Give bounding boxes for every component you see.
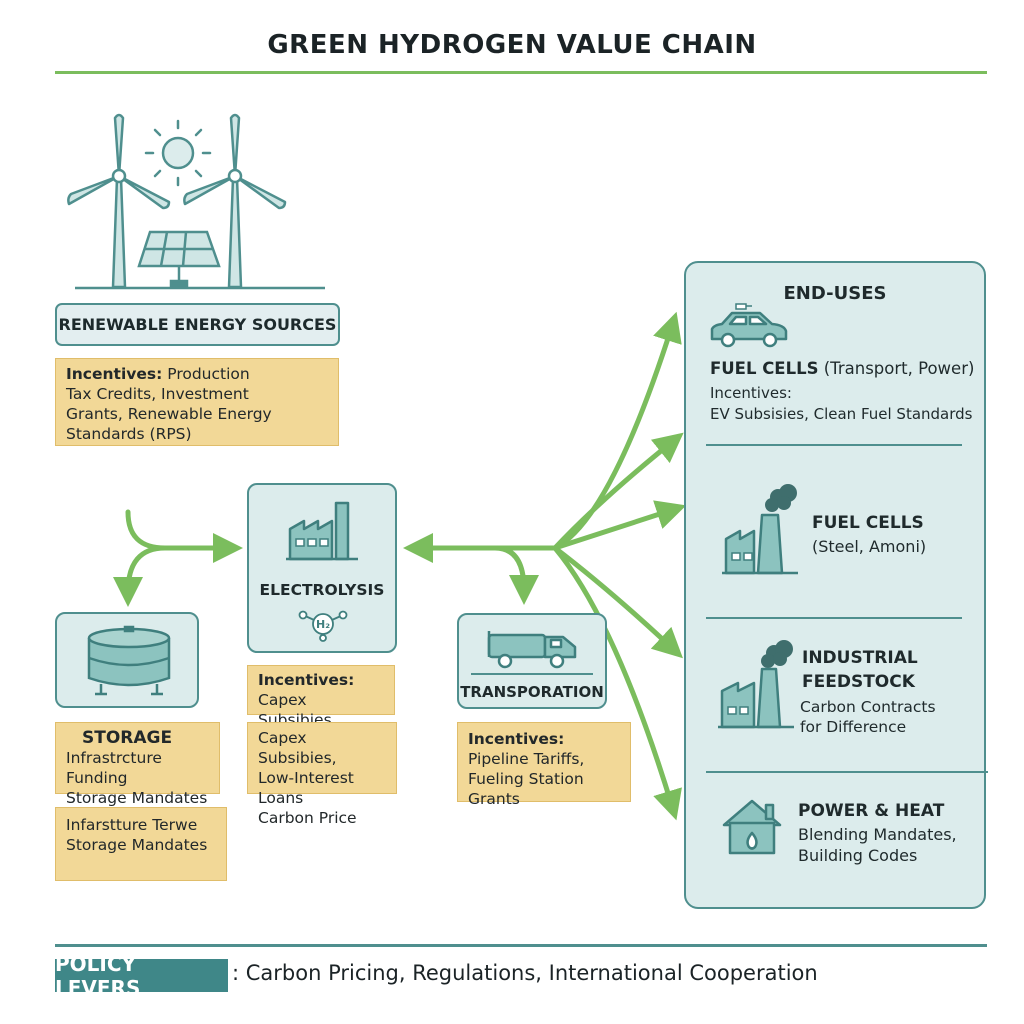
incentives-line: Standards (RPS) [66, 425, 192, 443]
diagram-title: GREEN HYDROGEN VALUE CHAIN [267, 30, 757, 60]
storage-extra-incentives: Infarstture Terwe Storage Mandates [55, 807, 227, 881]
sun-icon [144, 119, 212, 187]
end-use-2-line: (Steel, Amoni) [812, 537, 927, 556]
transportation-card: TRANSPORATION [457, 613, 607, 709]
incentives-line: Production [167, 365, 250, 383]
policy-levers-badge: POLICY LEVERS [55, 952, 228, 1000]
factory-icon [286, 501, 358, 561]
end-use-3-title-line: INDUSTRIAL [802, 648, 918, 668]
transport-divider [471, 673, 593, 675]
incentives-key: Incentives: [258, 671, 355, 689]
end-use-3-title-line: FEEDSTOCK [802, 672, 915, 692]
factory-icon [722, 484, 798, 575]
incentives-line: Capex Subsibies, [258, 729, 337, 767]
truck-icon [487, 631, 577, 669]
end-use-3-line: Carbon Contracts [800, 698, 936, 716]
end-use-divider [706, 444, 962, 446]
storage-line: Storage Mandates [66, 789, 208, 807]
renewable-sources-label: RENEWABLE ENERGY SOURCES [55, 303, 340, 346]
h2-symbol: H₂ [316, 618, 330, 631]
electrolysis-card: ELECTROLYSIS H₂ [247, 483, 397, 653]
hydrogen-molecule-icon: H₂ [298, 610, 348, 642]
renewables-illustration [67, 113, 325, 290]
arrow-to-electrolysis [125, 509, 243, 563]
incentives-line: Fueling Station Grants [468, 770, 584, 808]
storage-line: Infrastrcture Funding [66, 749, 162, 787]
incentives-line: Grants, Renewable Energy [66, 405, 272, 423]
incentives-line: Pipeline Tariffs, [468, 750, 585, 768]
incentives-line: Low-Interest Loans [258, 769, 354, 807]
incentives-key: Incentives: [66, 365, 163, 383]
electrolysis-incentives: Incentives: Capex Subsibies [247, 665, 395, 729]
arrow-to-industrial-feedstock [552, 545, 683, 659]
end-uses-header: END-USES [783, 283, 887, 304]
title-divider [55, 71, 987, 74]
wind-turbine-icon [183, 113, 287, 289]
house-flame-icon [722, 799, 782, 855]
electrolysis-label: ELECTROLYSIS [259, 581, 385, 599]
end-use-1-title-rest: (Transport, Power) [818, 359, 975, 378]
renewables-incentives: Incentives: Production Tax Credits, Inve… [55, 358, 339, 446]
end-use-4-line: Blending Mandates, [798, 825, 957, 844]
end-use-2-title: FUEL CELLS [812, 513, 924, 533]
arrow-to-storage [113, 545, 168, 607]
storage-line: Storage Mandates [66, 836, 208, 854]
storage-line: Infarstture Terwe [66, 816, 198, 834]
storage-incentives: STORAGE Infrastrcture Funding Storage Ma… [55, 722, 220, 807]
end-use-4-title: POWER & HEAT [798, 801, 945, 821]
solar-panel-icon [137, 230, 221, 288]
storage-label: STORAGE [82, 728, 173, 748]
arrow-to-transport [492, 545, 539, 605]
end-use-4-line: Building Codes [798, 846, 918, 865]
end-use-divider [706, 617, 962, 619]
policy-levers-text: : Carbon Pricing, Regulations, Internati… [232, 961, 818, 985]
storage-card [55, 612, 199, 708]
electrolysis-extra-incentives: Capex Subsibies, Low-Interest Loans Carb… [247, 722, 397, 827]
arrow-to-fuel-cells-steel [552, 500, 687, 551]
incentives-line: Tax Credits, Investment [66, 385, 249, 403]
end-use-1-line: EV Subsisies, Clean Fuel Standards [710, 405, 973, 423]
policy-divider [55, 944, 987, 947]
arrow-to-fuel-cells-transport [552, 311, 682, 551]
transportation-label: TRANSPORATION [460, 683, 604, 701]
car-icon [710, 303, 788, 348]
storage-tank-icon [87, 625, 171, 696]
incentives-key: Incentives: [468, 730, 565, 748]
end-uses-panel: END-USES FUEL CELLS (Transport, Power) I… [684, 261, 988, 909]
factory-icon [718, 640, 794, 729]
end-use-3-line: for Difference [800, 718, 907, 736]
end-use-1-title-bold: FUEL CELLS [710, 359, 819, 378]
arrow-to-end-use [552, 432, 684, 551]
incentives-line: Carbon Price [258, 809, 357, 827]
transportation-incentives: Incentives: Pipeline Tariffs, Fueling St… [457, 722, 631, 808]
end-use-1-line: Incentives: [710, 384, 792, 402]
end-use-1-title: FUEL CELLS (Transport, Power) [710, 359, 980, 379]
arrow-to-power-heat [552, 545, 682, 821]
end-use-divider [706, 771, 988, 773]
